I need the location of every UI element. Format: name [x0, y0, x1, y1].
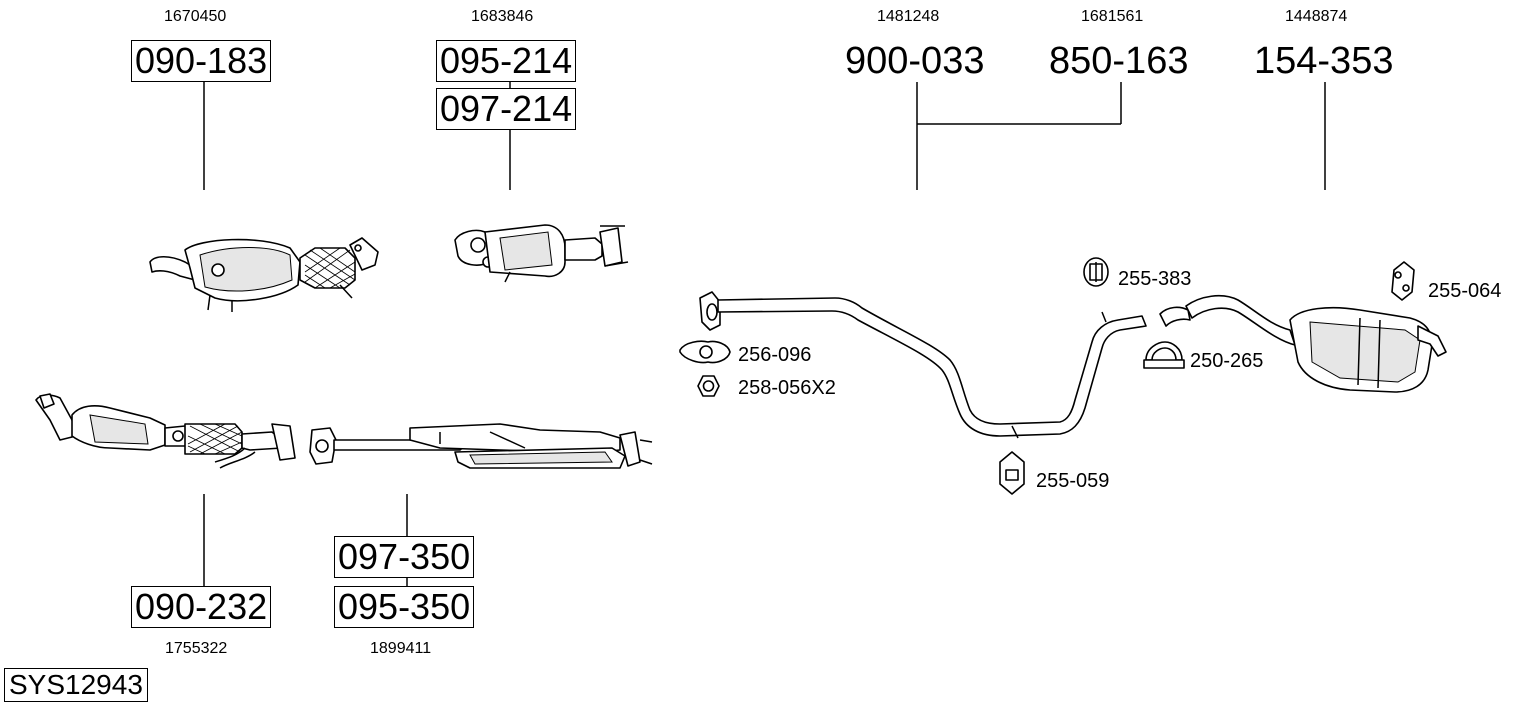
- catalytic-converter-090-232: [35, 393, 296, 469]
- accessory-code-250-265[interactable]: 250-265: [1190, 350, 1264, 372]
- nut-icon-258-056X2: [697, 375, 720, 397]
- particulate-filter-095-214: [454, 224, 629, 283]
- part-code-095-350[interactable]: 095-350: [334, 586, 475, 628]
- hanger-icon-255-059: [999, 451, 1025, 495]
- middle-pipe-900-033: [699, 291, 1147, 439]
- oem-number-1448874: 1448874: [1285, 8, 1348, 25]
- oem-number-1899411: 1899411: [370, 640, 432, 657]
- part-code-900-033[interactable]: 900-033: [845, 40, 985, 82]
- part-code-097-350[interactable]: 097-350: [334, 536, 475, 578]
- hanger-icon-255-064: [1391, 261, 1415, 301]
- rear-silencer-154-353: [1159, 294, 1447, 393]
- front-pipe-097-350: [309, 423, 653, 469]
- system-id-label: SYS12943: [4, 668, 148, 702]
- oem-number-1755322: 1755322: [165, 640, 228, 657]
- part-code-095-214[interactable]: 095-214: [436, 40, 577, 82]
- oem-number-1683846: 1683846: [471, 8, 534, 25]
- accessory-code-256-096[interactable]: 256-096: [738, 344, 812, 366]
- clamp-icon-250-265: [1143, 341, 1185, 369]
- accessory-code-255-064[interactable]: 255-064: [1428, 280, 1502, 302]
- accessory-code-255-383[interactable]: 255-383: [1118, 268, 1192, 290]
- oem-number-1481248: 1481248: [877, 8, 940, 25]
- hanger-icon-255-383: [1083, 257, 1109, 287]
- gasket-icon-256-096: [679, 340, 731, 364]
- part-code-090-183[interactable]: 090-183: [131, 40, 272, 82]
- part-code-090-232[interactable]: 090-232: [131, 586, 272, 628]
- oem-number-1670450: 1670450: [164, 8, 227, 25]
- accessory-code-258-056X2[interactable]: 258-056X2: [738, 377, 836, 399]
- part-code-154-353[interactable]: 154-353: [1254, 40, 1394, 82]
- accessory-code-255-059[interactable]: 255-059: [1036, 470, 1110, 492]
- part-code-097-214[interactable]: 097-214: [436, 88, 577, 130]
- oem-number-1681561: 1681561: [1081, 8, 1144, 25]
- part-code-850-163[interactable]: 850-163: [1049, 40, 1189, 82]
- catalytic-converter-090-183: [149, 237, 379, 312]
